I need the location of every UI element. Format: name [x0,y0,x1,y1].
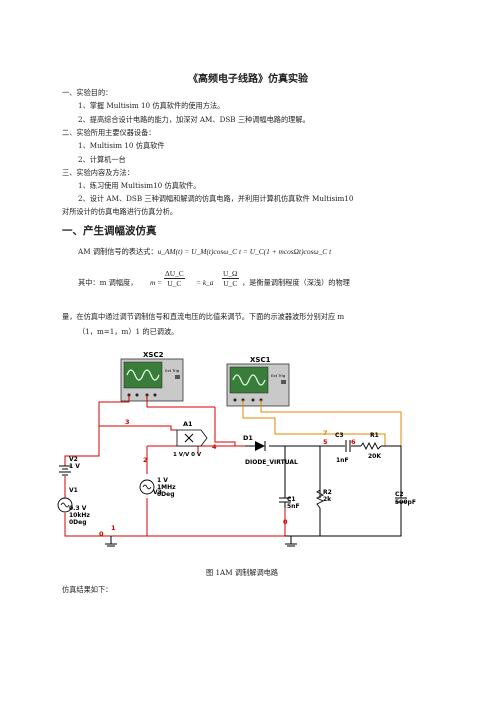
orange-wires [242,400,402,446]
am-circuit-diagram: XSC2 Ext Trig XSC1 Ext Trig [57,351,416,547]
diode-icon [255,441,265,451]
list-item: 1、Multisim 10 仿真软件 [78,141,165,150]
list-item: 2、计算机一台 [78,155,126,164]
paragraph-line: 量，在仿真中通过调节调制信号和直流电压的比值来调节。下面的示波器波形分别对应 m [62,312,345,321]
figure-caption: 图 1AM 调制解调电路 [206,568,279,577]
section-heading-equipment: 二、实验所用主要仪器设备： [62,128,156,137]
node-label: 5 [323,438,328,446]
section-heading-objectives: 一、实验目的： [62,88,113,97]
mod-index-prefix: 其中：m 调幅度， [78,278,138,287]
sine-wave-icon [142,484,152,490]
xsc1-terminal [251,398,255,402]
node-label: 6 [351,438,356,446]
list-item: 1、练习使用 Multisim10 仿真软件。 [78,181,201,190]
multiplier-block [176,429,208,447]
xsc2-terminal [135,393,139,397]
c3-value: 1nF [336,457,349,464]
part1-heading: 一、产生调幅波仿真 [62,225,157,237]
multiply-icon [184,433,194,443]
v3-phase: 0Deg [157,491,175,498]
a1-value: 1 V/V 0 V [173,452,202,458]
xsc2-ext-trig: Ext Trig [165,368,180,373]
formula-prefix: AM 调制信号的表达式： [78,247,158,256]
d1-label: D1 [243,434,253,442]
v1-amplitude: 0.3 V [69,505,87,512]
r2-value: 2k [323,496,332,503]
xsc1-trig-terminal [281,380,286,384]
list-item: 2、设计 AM、DSB 三种调幅和解调的仿真电路，并利用计算机仿真软件 Mult… [78,194,354,203]
xsc2-label: XSC2 [143,351,164,359]
node-label: 0 [283,518,288,526]
red-wires [64,395,286,537]
xsc1-terminal [233,398,237,402]
fraction-2-numerator: U_Ω [222,269,239,279]
node-label: 2 [143,456,148,464]
xsc1-label: XSC1 [250,356,271,364]
c2-value: 500pF [395,499,416,506]
list-item: 1、掌握 Multisim 10 仿真软件的使用方法。 [78,101,225,110]
c1-value: 5nF [287,503,300,510]
v1-frequency: 10kHz [69,512,90,519]
black-wires [105,445,402,547]
list-item: 2、提高综合设计电路的能力，加深对 AM、DSB 三种调幅电路的理解。 [78,115,310,124]
fraction-1-numerator: ΔU_C [164,269,185,279]
xsc2-terminal [153,393,157,397]
page-title: 《高频电子线路》仿真实验 [188,74,308,85]
v2-value: 1 V [69,463,80,470]
xsc1-ext-trig: Ext Trig [271,373,286,378]
node-label: 1 [111,524,116,532]
node-label: 0 [99,530,104,538]
resistor-icon [315,489,325,509]
section-heading-content: 三、实验内容及方法： [62,168,134,177]
a1-label: A1 [183,420,193,428]
node-label: 7 [323,429,328,437]
paragraph-line: （1，m=1，m）1 的已调波。 [78,327,179,336]
r1-label: R1 [370,432,379,439]
diode-model-label: DIODE_VIRTUAL [245,459,298,466]
sine-wave-icon [126,369,160,381]
list-item: 对所设计的仿真电路进行仿真分析。 [62,207,178,216]
xsc2-trig-terminal [175,375,180,379]
m-equals: m = [150,278,163,287]
c2-label: C2 [395,491,404,498]
r2-label: R2 [323,489,332,496]
fraction-2-denominator: U_C [223,279,238,288]
sine-wave-icon [60,502,70,508]
c1-label: C1 [287,496,296,503]
resistor-icon [360,441,382,451]
node-label: 4 [212,443,217,451]
v3-label: V3 [153,489,162,496]
sine-wave-icon [232,374,266,386]
c3-label: C3 [335,432,344,439]
ka-equals: = k_a [196,278,214,287]
mod-index-suffix: ，是衡量调制程度（深浅）的物理 [242,278,350,287]
v1-label: V1 [69,487,78,494]
v3-amplitude: 1 V [157,477,168,484]
v1-phase: 0Deg [69,519,87,526]
fraction-1-denominator: U_C [167,279,182,288]
fraction-2: U_Ω U_C [222,269,239,288]
node-label: 3 [125,418,130,426]
formula-line: AM 调制信号的表达式：u_AM(t) = U_M(t)cosω_C t = U… [78,247,331,256]
v3-frequency: 1MHz [157,484,176,491]
fraction-1: ΔU_C U_C [164,269,185,288]
am-formula: u_AM(t) = U_M(t)cosω_C t = U_C(1 + mcosΩ… [157,247,332,256]
r1-value: 20K [368,453,381,460]
v2-label: V2 [69,456,78,463]
result-text: 仿真结果如下： [62,585,113,594]
